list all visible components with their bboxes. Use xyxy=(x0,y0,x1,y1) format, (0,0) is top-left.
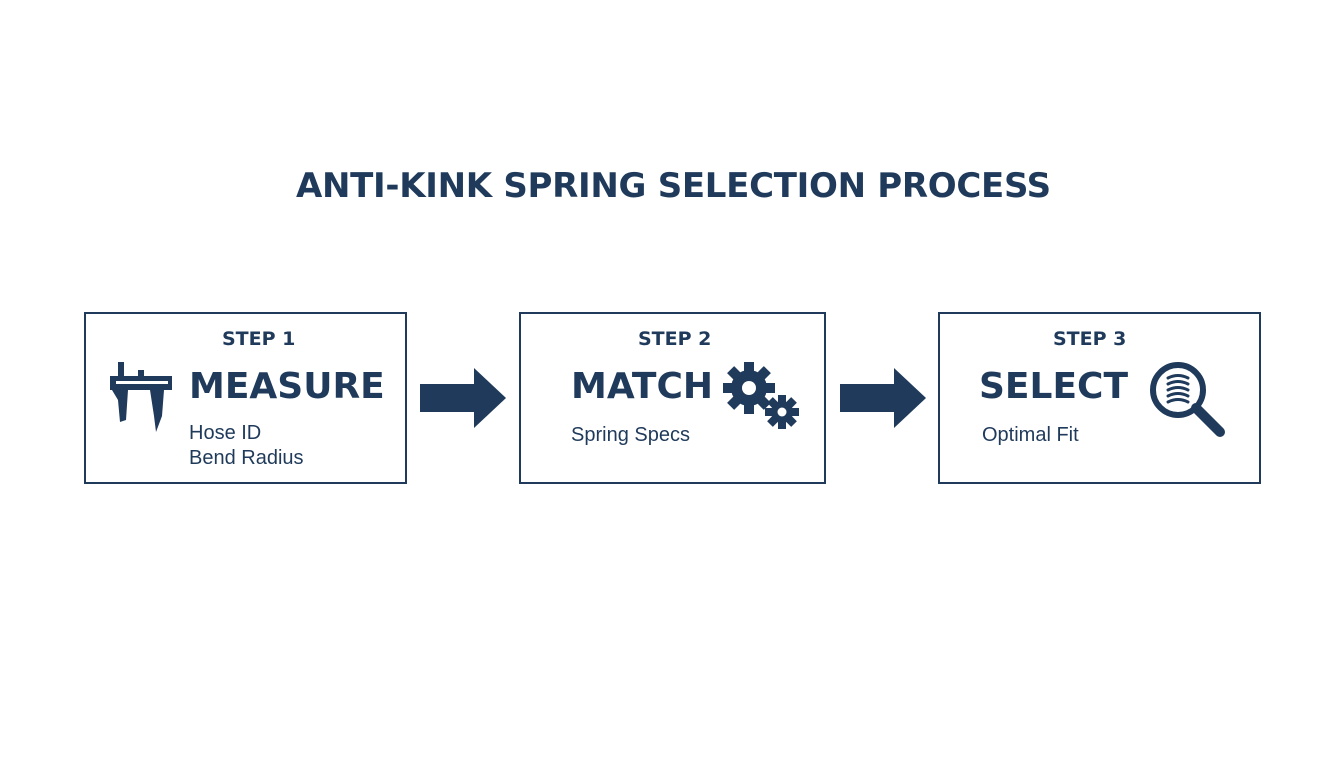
step-1-box: STEP 1 MEASURE Hose ID Bend Radius xyxy=(84,312,407,484)
step-3-box: STEP 3 SELECT Optimal Fit xyxy=(938,312,1261,484)
step-1-label: STEP 1 xyxy=(222,328,296,350)
step-2-label: STEP 2 xyxy=(638,328,712,350)
step-2-detail-1: Spring Specs xyxy=(571,424,690,446)
step-3-detail-1: Optimal Fit xyxy=(982,424,1079,446)
step-1-detail-2: Bend Radius xyxy=(189,447,304,469)
step-3-heading: SELECT xyxy=(979,366,1129,407)
right-arrow-icon xyxy=(840,368,926,428)
diagram-title: ANTI-KINK SPRING SELECTION PROCESS xyxy=(296,166,1051,206)
magnifier-spring-icon xyxy=(1150,362,1225,437)
step-1-heading: MEASURE xyxy=(189,366,385,407)
step-3-label: STEP 3 xyxy=(1053,328,1127,350)
gears-icon xyxy=(723,362,799,429)
step-2-heading: MATCH xyxy=(571,366,713,407)
step-1-detail-1: Hose ID xyxy=(189,422,262,444)
caliper-icon xyxy=(110,362,172,432)
step-2-box: STEP 2 MATCH xyxy=(519,312,826,484)
right-arrow-icon xyxy=(420,368,506,428)
